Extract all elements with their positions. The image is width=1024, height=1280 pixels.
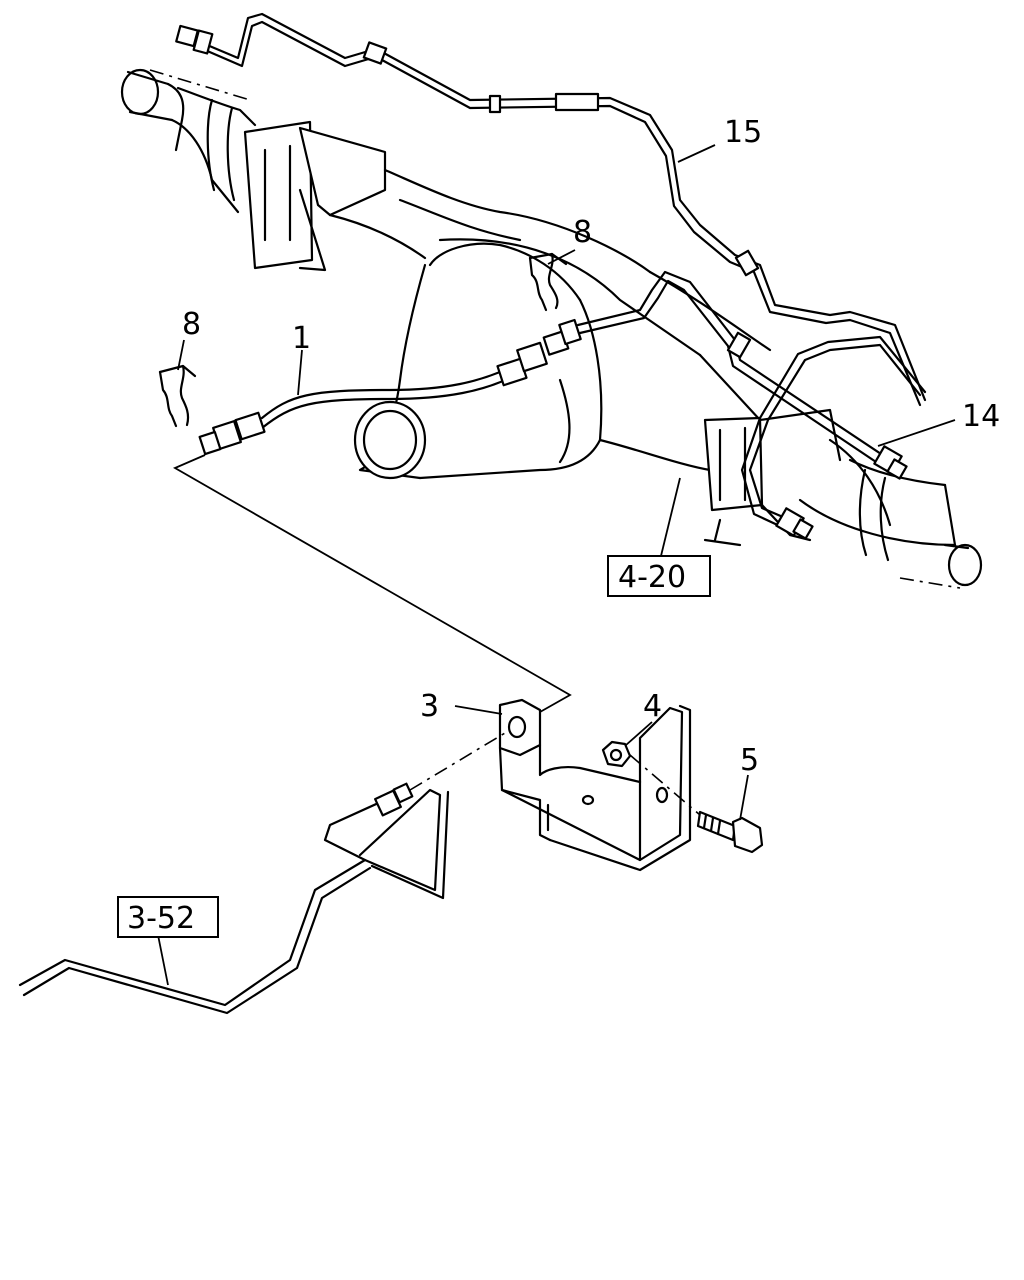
pipe-3-52 (18, 782, 450, 1015)
callout-4: 4 (643, 689, 662, 724)
brake-pipe-15 (175, 12, 927, 407)
bolt-5 (696, 810, 764, 854)
nut-4 (601, 740, 632, 768)
axle-housing (120, 68, 983, 589)
callout-8-upper: 8 (573, 215, 592, 250)
callout-14: 14 (962, 399, 1000, 434)
callout-5: 5 (740, 743, 759, 778)
guide-lines (172, 454, 701, 816)
callout-15: 15 (724, 115, 762, 150)
callout-8-left: 8 (182, 307, 201, 342)
clip-8-upper (528, 252, 568, 312)
brake-pipe-14 (576, 270, 927, 540)
leader-lines (157, 144, 956, 986)
clip-8-left (158, 364, 197, 428)
reference-box-3-52 (117, 896, 219, 938)
bracket-3 (498, 698, 692, 872)
callout-1: 1 (292, 321, 311, 356)
callout-3: 3 (420, 689, 439, 724)
brake-hose-1 (198, 318, 582, 456)
reference-4-20-label: 4-20 (618, 560, 686, 595)
reference-3-52-label: 3-52 (127, 901, 195, 936)
reference-box-4-20 (607, 555, 711, 597)
